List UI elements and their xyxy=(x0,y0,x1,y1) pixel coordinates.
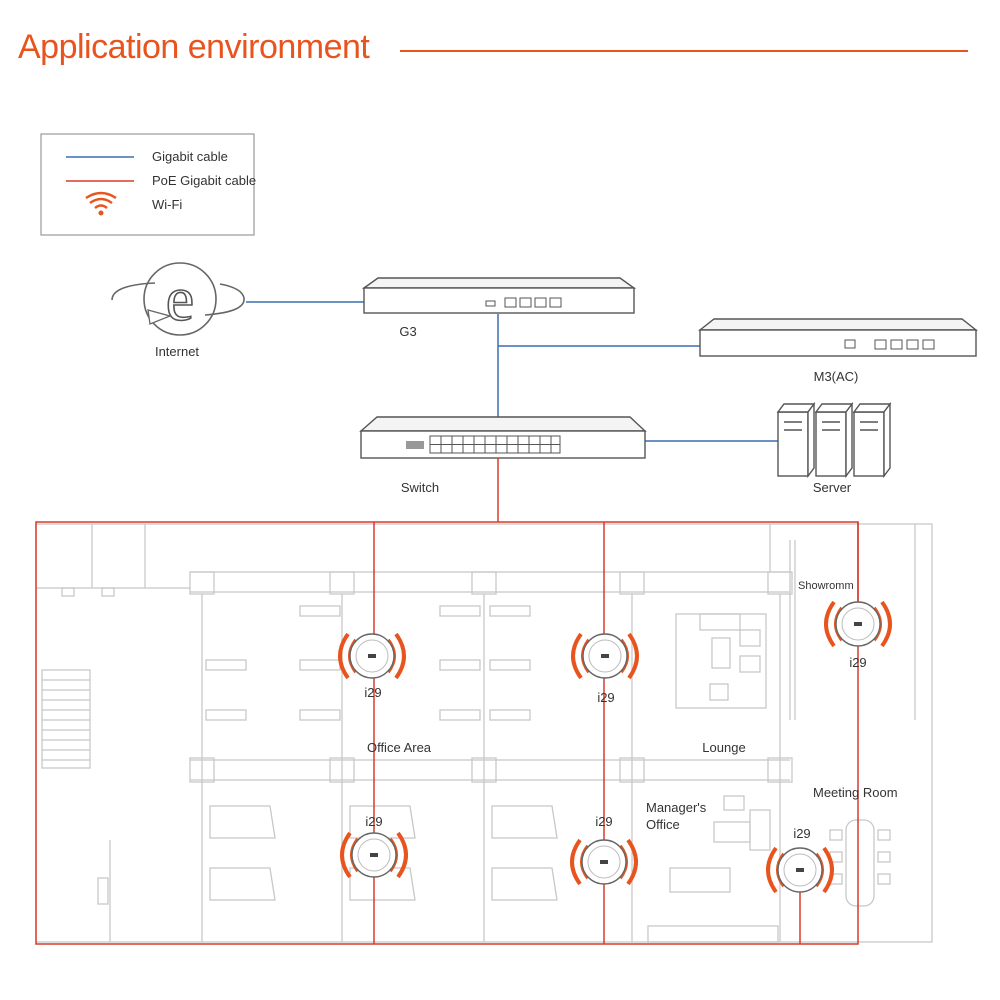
g3-label: G3 xyxy=(399,324,416,339)
legend: Gigabit cable PoE Gigabit cable Wi-Fi xyxy=(40,133,256,236)
room-label-office-area: Office Area xyxy=(367,740,432,755)
access-point-5 xyxy=(570,838,638,886)
svg-text:e: e xyxy=(166,263,194,334)
ap-label: i29 xyxy=(364,685,381,700)
poe-cables xyxy=(35,458,859,945)
legend-wifi-label: Wi-Fi xyxy=(152,197,182,212)
access-point-3 xyxy=(824,600,892,648)
m3-controller-icon xyxy=(697,318,979,357)
ap-label: i29 xyxy=(365,814,382,829)
access-point-2 xyxy=(571,632,639,680)
page-title: Application environment xyxy=(18,28,370,66)
ap-label: i29 xyxy=(595,814,612,829)
g3-router-icon xyxy=(361,277,637,314)
ap-label: i29 xyxy=(597,690,614,705)
internet-label: Internet xyxy=(155,344,199,359)
switch-icon xyxy=(359,416,647,459)
legend-poe-label: PoE Gigabit cable xyxy=(152,173,256,188)
room-label-managers-office-line2: Office xyxy=(646,817,680,832)
legend-gigabit-label: Gigabit cable xyxy=(152,149,228,164)
gigabit-cables xyxy=(246,301,778,442)
ap-label: i29 xyxy=(793,826,810,841)
switch-label: Switch xyxy=(401,480,439,495)
access-point-1 xyxy=(338,632,406,680)
wifi-icon xyxy=(85,191,117,216)
internet-globe-icon: e xyxy=(111,262,245,336)
access-point-6 xyxy=(766,846,834,894)
access-point-4 xyxy=(340,831,408,879)
room-label-meeting-room: Meeting Room xyxy=(813,785,898,800)
title-divider xyxy=(400,50,968,52)
room-label-managers-office-line1: Manager's xyxy=(646,800,707,815)
server-label: Server xyxy=(813,480,852,495)
room-label-lounge: Lounge xyxy=(702,740,745,755)
ap-label: i29 xyxy=(849,655,866,670)
server-icon xyxy=(776,401,892,479)
room-label-showroom: Showromm xyxy=(798,580,854,592)
m3-label: M3(AC) xyxy=(814,369,859,384)
